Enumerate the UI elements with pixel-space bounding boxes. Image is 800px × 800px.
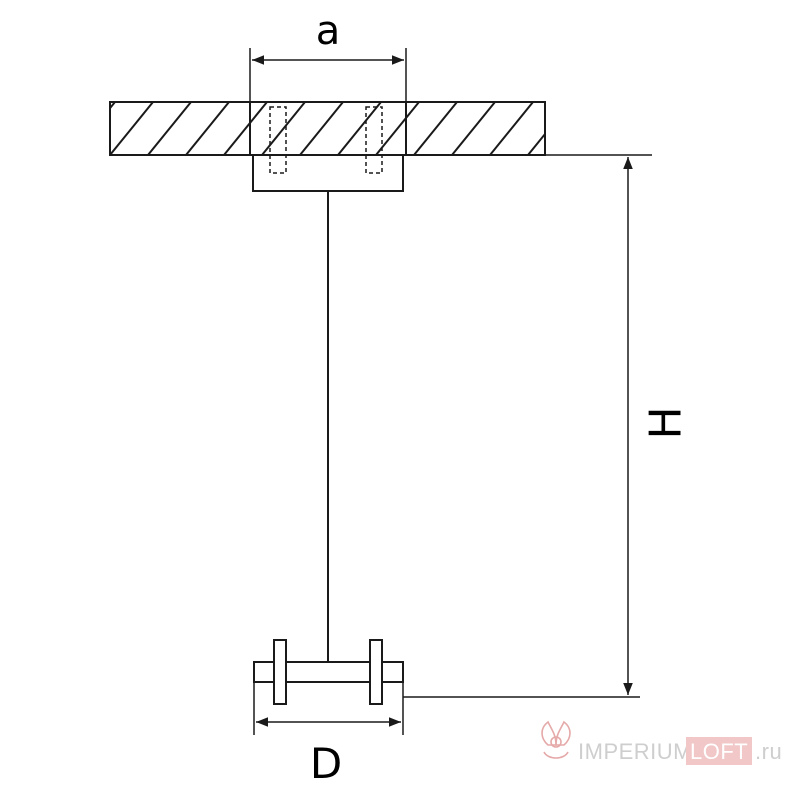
- watermark-box: [686, 737, 752, 765]
- watermark-logo-icon: [541, 720, 571, 759]
- watermark: IMPERIUM LOFT .ru: [541, 720, 782, 765]
- lamp-clamp-right: [369, 639, 383, 705]
- lamp-bar: [253, 661, 404, 683]
- dimension-a-label: a: [316, 8, 341, 54]
- ceiling-outline: [109, 101, 546, 156]
- dimension-a: a: [249, 8, 407, 102]
- lamp-body: [253, 639, 404, 705]
- dimension-d-label: D: [310, 739, 342, 788]
- watermark-brand-box: LOFT: [690, 739, 748, 764]
- watermark-domain: .ru: [755, 739, 782, 764]
- screw-left: [269, 106, 287, 174]
- dimension-d: D: [253, 682, 404, 788]
- lamp-clamp-left: [273, 639, 287, 705]
- ceiling-hatching: [110, 102, 545, 155]
- mounting-screws: [269, 106, 383, 174]
- dimension-h-label: H: [641, 406, 692, 439]
- ceiling-slab: [109, 101, 652, 156]
- watermark-brand-main: IMPERIUM: [578, 739, 692, 764]
- dimension-h: H: [403, 157, 692, 698]
- screw-right: [365, 106, 383, 174]
